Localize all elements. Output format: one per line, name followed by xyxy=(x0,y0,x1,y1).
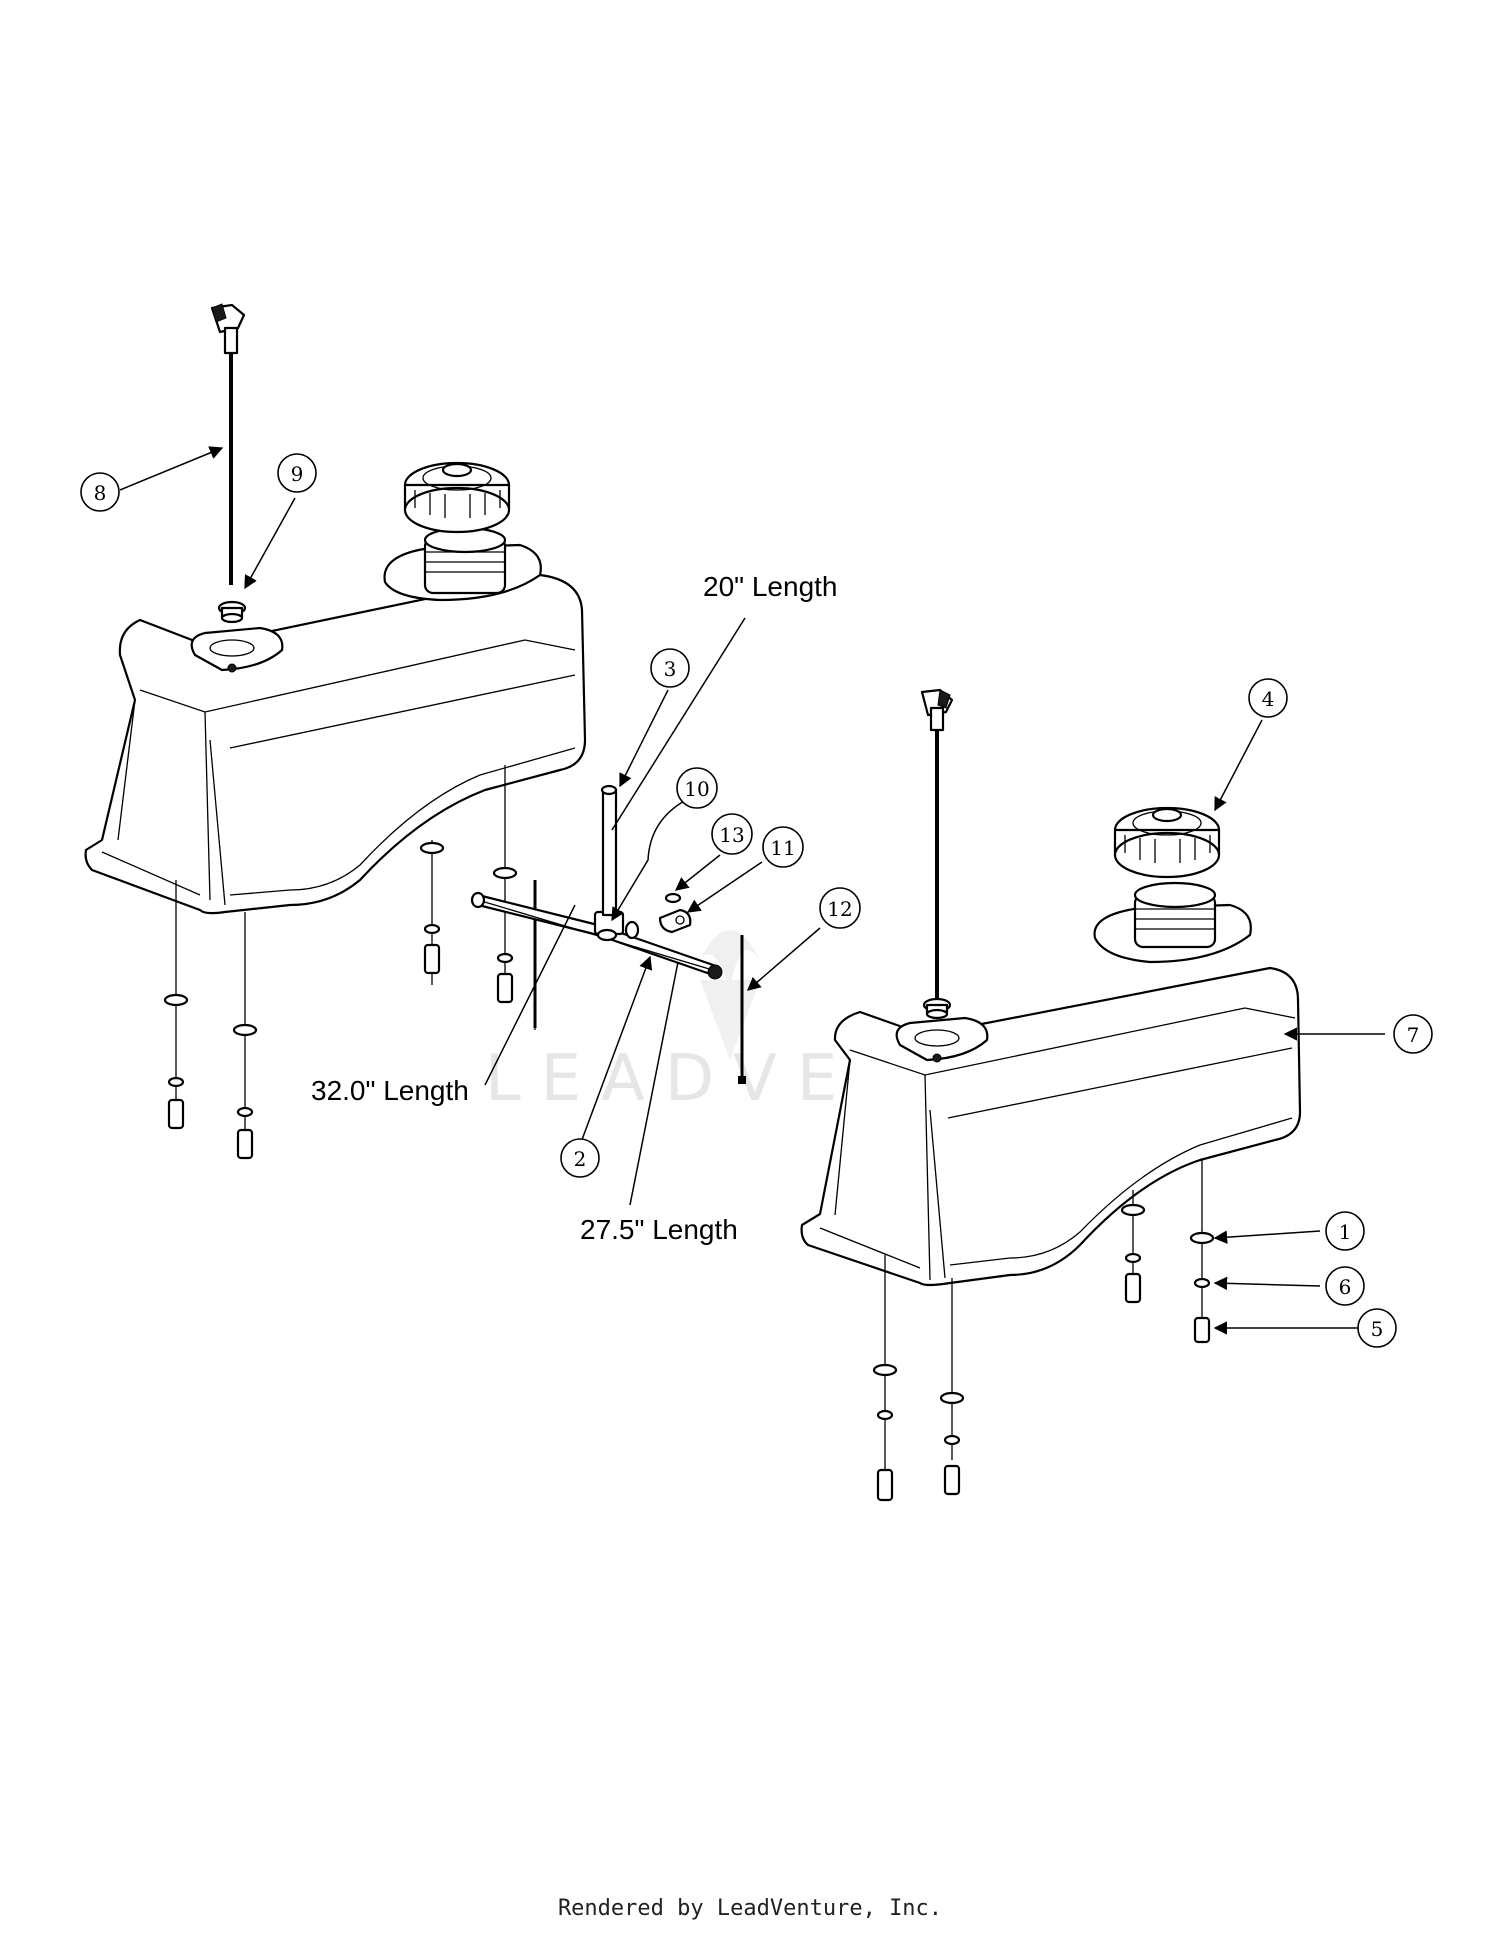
callout-8: 8 xyxy=(80,472,120,512)
footer-credit: Rendered by LeadVenture, Inc. xyxy=(557,1896,943,1921)
right-pickup-tube xyxy=(920,688,954,1010)
svg-text:4: 4 xyxy=(1262,687,1275,711)
svg-text:11: 11 xyxy=(770,836,795,860)
callout-2: 2 xyxy=(560,1138,600,1178)
length-label-20: 20" Length xyxy=(703,571,838,602)
svg-text:13: 13 xyxy=(719,823,744,847)
svg-text:3: 3 xyxy=(664,657,677,681)
callout-9: 9 xyxy=(277,453,317,493)
svg-text:10: 10 xyxy=(684,777,709,801)
callout-4: 4 xyxy=(1248,678,1288,718)
svg-text:9: 9 xyxy=(291,462,304,486)
right-grommet xyxy=(922,997,952,1020)
fuel-line-assembly xyxy=(470,784,746,1084)
svg-text:8: 8 xyxy=(94,481,107,505)
svg-text:7: 7 xyxy=(1407,1023,1420,1047)
length-label-27-5: 27.5" Length xyxy=(580,1214,738,1245)
callout-10: 10 xyxy=(676,767,718,809)
left-fuel-tank xyxy=(84,461,587,1160)
svg-text:1: 1 xyxy=(1339,1220,1352,1244)
right-fuel-tank xyxy=(800,806,1302,1502)
callout-6: 6 xyxy=(1325,1266,1365,1306)
length-label-32: 32.0" Length xyxy=(311,1075,469,1106)
svg-text:6: 6 xyxy=(1339,1275,1352,1299)
svg-text:5: 5 xyxy=(1371,1317,1384,1341)
left-pickup-tube xyxy=(210,303,246,585)
watermark-logo xyxy=(700,930,760,1060)
callout-1: 1 xyxy=(1325,1211,1365,1251)
leader-lines xyxy=(119,446,1385,1335)
callout-13: 13 xyxy=(711,813,753,855)
left-grommet xyxy=(217,600,247,624)
callout-3: 3 xyxy=(650,648,690,688)
svg-text:2: 2 xyxy=(574,1147,587,1171)
callout-7: 7 xyxy=(1393,1014,1433,1054)
svg-text:12: 12 xyxy=(827,897,852,921)
callout-11: 11 xyxy=(762,826,804,868)
callout-12: 12 xyxy=(819,887,861,929)
callout-5: 5 xyxy=(1357,1308,1397,1348)
